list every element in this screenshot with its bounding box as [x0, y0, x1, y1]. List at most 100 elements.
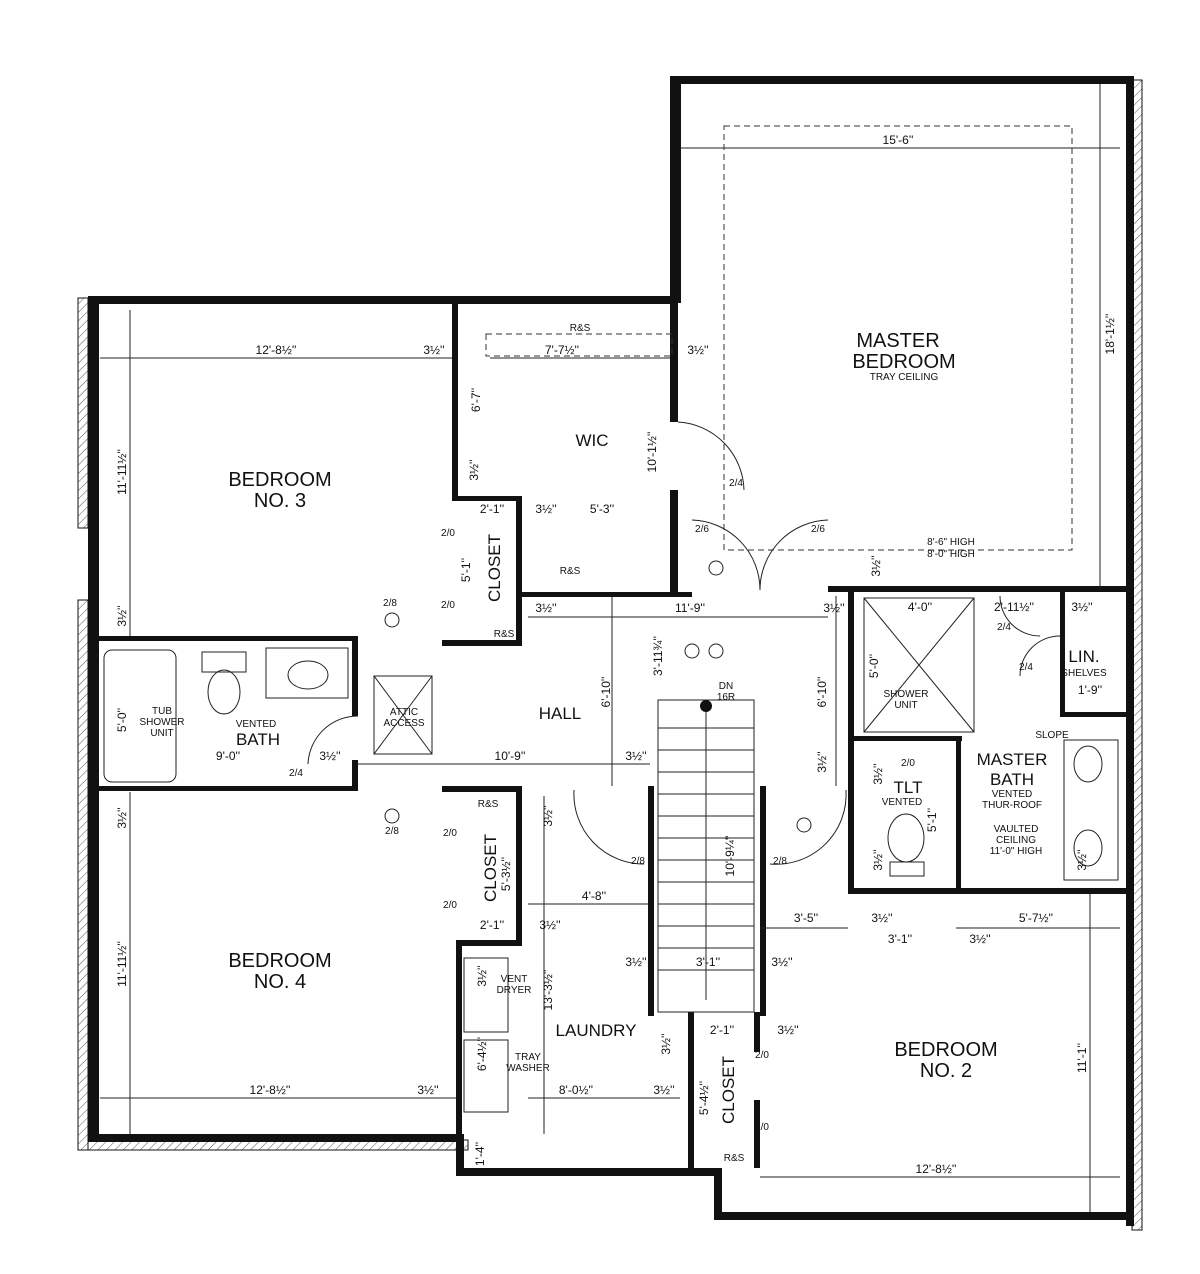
master-bedroom-label: MASTER [856, 330, 939, 352]
dim-bed2-width: 12'-8½'' [916, 1162, 957, 1176]
wic-label: WIC [575, 431, 608, 450]
dim-half-21: 3½'' [871, 849, 885, 870]
shower-label-1: SHOWER [884, 689, 929, 700]
door-tag-16: 2/0 [755, 1050, 769, 1061]
tlt-note: VENTED [882, 797, 923, 808]
dim-master-width: 15'-6'' [883, 133, 914, 147]
dim-closet2-b: 2'-1'' [480, 918, 504, 932]
dim-hall-a: 3'-11¾'' [651, 636, 665, 676]
slope-note: SLOPE [1035, 730, 1069, 741]
sink-icon [287, 660, 329, 690]
bedroom3-label: BEDROOM [228, 469, 331, 491]
tub-label-1: TUB [152, 706, 172, 717]
door-tag-10: 2/0 [443, 900, 457, 911]
rs-label-5: R&S [724, 1153, 745, 1164]
master-bath-note-2: THUR-ROOF [982, 800, 1042, 811]
dim-lin-width: 1'-9'' [1078, 683, 1102, 697]
lin-note: SHELVES [1061, 668, 1107, 679]
dim-half-4: 3½'' [467, 459, 481, 480]
dim-laundry-e: 1'-4'' [473, 1142, 487, 1166]
dim-closet1-a: 2'-1'' [480, 502, 504, 516]
dim-half-23: 3½'' [1075, 849, 1089, 870]
sink-icon [1073, 745, 1103, 783]
dim-laundry-b: 13'-3½'' [541, 970, 555, 1011]
dim-b2-a: 3'-5'' [794, 911, 818, 925]
door-tag-11: 2/8 [631, 856, 645, 867]
dim-tlt-width: 3'-1'' [888, 932, 912, 946]
dim-half-2: 3½'' [687, 343, 708, 357]
tray-ceiling-outline [723, 125, 1073, 551]
attic-access-icon [373, 675, 433, 755]
bedroom2-label: BEDROOM [894, 1039, 997, 1061]
dim-closet2-a: 5'-3½'' [499, 857, 513, 891]
washer-label-2: WASHER [506, 1063, 550, 1074]
dim-half-18: 3½'' [777, 1023, 798, 1037]
door-tag-3: 2/8 [383, 598, 397, 609]
dim-laundry-c: 8'-0½'' [559, 1083, 593, 1097]
sink-icon [1073, 829, 1103, 867]
dryer-label-2: DRYER [497, 985, 532, 996]
master-bedroom-note: TRAY CEILING [870, 372, 939, 383]
dim-closet1-b: 5'-1'' [459, 558, 473, 582]
lin-label: LIN. [1068, 647, 1099, 666]
dim-laundry-d: 6'-4½'' [475, 1037, 489, 1071]
bath-fixtures [103, 597, 1119, 1113]
dim-half-7: 3½'' [823, 601, 844, 615]
dim-closet3-a: 2'-1'' [710, 1023, 734, 1037]
bedroom4-label: BEDROOM [228, 950, 331, 972]
dim-bath-width: 9'-0'' [216, 749, 240, 763]
door-tag-2: 2/0 [441, 600, 455, 611]
dim-bed2-height: 11'-1'' [1075, 1043, 1089, 1073]
dim-half-24: 3½'' [871, 911, 892, 925]
smoke-detectors [384, 560, 812, 833]
master-bath-note-5: 11'-0" HIGH [990, 846, 1043, 857]
door-tag-9: 2/0 [443, 828, 457, 839]
height-note-1: 8'-6" HIGH [927, 537, 975, 548]
dim-half-17: 3½'' [659, 1033, 673, 1054]
dim-bed3-height: 11'-11½'' [115, 449, 129, 495]
master-bath-note-3: VAULTED [994, 824, 1039, 835]
washer-label-1: TRAY [515, 1052, 541, 1063]
dryer-icon [463, 957, 509, 1033]
dim-half-22: 3½'' [871, 763, 885, 784]
dim-bath-tub: 5'-0'' [115, 708, 129, 732]
dim-stair-width: 3'-1'' [696, 955, 720, 969]
dim-half-25: 3½'' [969, 932, 990, 946]
master-bath-note-4: CEILING [996, 835, 1036, 846]
exterior-walls [88, 76, 1134, 1226]
tlt-label: TLT [894, 778, 923, 797]
dim-b2-b: 5'-7½'' [1019, 911, 1053, 925]
closet-label-2: CLOSET [481, 834, 500, 902]
dim-mb-a: 2'-11½'' [994, 600, 1034, 614]
door-tag-6: 2/6 [811, 524, 825, 535]
dim-hall-c: 6'-10'' [815, 677, 829, 708]
dim-half-26: 3½'' [417, 1083, 438, 1097]
toilet-icon [887, 813, 925, 863]
bath-label: BATH [236, 730, 280, 749]
dimension-lines [100, 84, 1120, 1212]
dim-wic-width: 7'-7½'' [545, 343, 579, 357]
dim-tlt-height: 5'-1'' [925, 808, 939, 832]
master-bath-note-1: VENTED [992, 789, 1033, 800]
door-tag-12: 2/8 [773, 856, 787, 867]
dim-wic-a: 6'-7'' [469, 388, 483, 412]
dim-half-13: 3½'' [653, 1083, 674, 1097]
door-tag-14: 2/4 [1019, 662, 1033, 673]
washer-icon [463, 1039, 509, 1113]
dim-half-12: 3½'' [541, 805, 555, 826]
attic-label-1: ATTIC [390, 707, 418, 718]
tub-label-2: SHOWER [140, 717, 185, 728]
door-tag-5: 2/6 [695, 524, 709, 535]
dim-half-6: 3½'' [535, 601, 556, 615]
dim-half-19: 3½'' [1071, 600, 1092, 614]
bedroom2-label-2: NO. 2 [920, 1060, 972, 1082]
dim-half-11: 3½'' [539, 918, 560, 932]
dim-half-14: 3½'' [475, 965, 489, 986]
dim-bed3-width: 12'-8½'' [256, 343, 297, 357]
bath-note: VENTED [236, 719, 277, 730]
door-tag-1: 2/0 [441, 528, 455, 539]
bedroom4-label-2: NO. 4 [254, 971, 306, 993]
stairs-label-2: 16R [717, 692, 735, 703]
shower-label-2: UNIT [894, 700, 917, 711]
